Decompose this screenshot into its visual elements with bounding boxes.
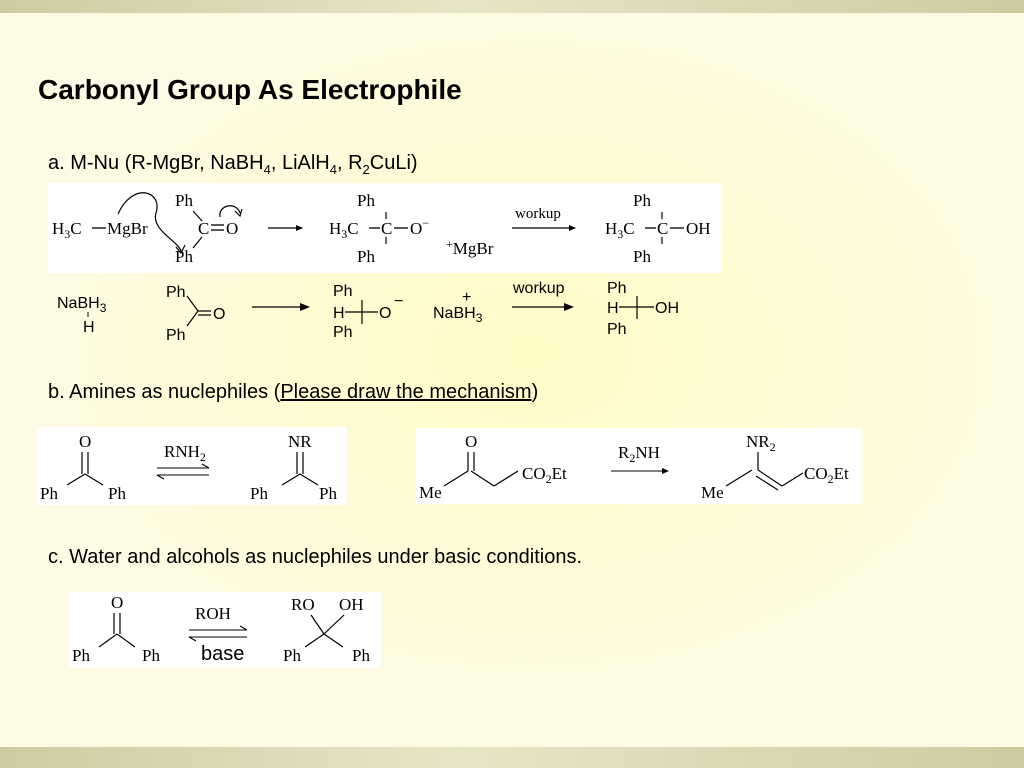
methyl-label: Me xyxy=(701,483,724,502)
phenyl-label: Ph xyxy=(142,646,160,665)
methyl-group: H3C xyxy=(605,219,635,241)
bottom-band xyxy=(0,747,1024,768)
imine-scheme-drawing: O Ph Ph RNH2 NR Ph Ph xyxy=(40,432,337,503)
hydroxyl-label: OH xyxy=(686,219,711,238)
phenyl-label: Ph xyxy=(108,484,126,503)
oxygen-label: O xyxy=(379,305,391,322)
grignard-scheme: H3C MgBr Ph C O Ph H3C C Ph O− Ph +MgBr … xyxy=(48,183,722,273)
hydrogen-label: H xyxy=(333,305,345,322)
phenyl-label: Ph xyxy=(607,321,627,338)
phenyl-label: Ph xyxy=(175,191,193,210)
amine-reagent: R2NH xyxy=(618,443,660,465)
carbon-label: C xyxy=(657,219,668,238)
imine-scheme: O Ph Ph RNH2 NR Ph Ph xyxy=(37,427,347,505)
slide-title: Carbonyl Group As Electrophile xyxy=(38,74,462,105)
top-band xyxy=(0,0,1024,13)
curved-arrow-1 xyxy=(117,192,182,252)
workup-label: workup xyxy=(515,206,561,222)
phenyl-label: Ph xyxy=(72,646,90,665)
phenyl-label: Ph xyxy=(352,646,370,665)
methyl-label: Me xyxy=(419,483,442,502)
oxygen-label: O xyxy=(213,306,225,323)
oxygen-label: O xyxy=(111,593,123,612)
enamine-scheme: Me O CO2Et R2NH Me NR2 CO2Et xyxy=(416,428,862,504)
phenyl-label: Ph xyxy=(633,191,651,210)
methyl-group: H3C xyxy=(329,219,359,241)
phenyl-label: Ph xyxy=(40,484,58,503)
hydrogen-label: H xyxy=(607,300,619,317)
borohydride-label: NaBH3 xyxy=(57,295,107,315)
phenyl-label: Ph xyxy=(333,324,353,341)
base-condition-label: base xyxy=(199,642,247,666)
part-b-heading: b. Amines as nuclephiles (Please draw th… xyxy=(48,381,539,403)
ester-label: CO2Et xyxy=(522,464,567,486)
carbon-label: C xyxy=(381,219,392,238)
phenyl-label: Ph xyxy=(357,191,375,210)
part-c-heading: c. Water and alcohols as nuclephiles und… xyxy=(48,546,583,568)
mgbr-label: MgBr xyxy=(107,219,148,238)
phenyl-label: Ph xyxy=(250,484,268,503)
hydrogen-label: H xyxy=(83,319,95,336)
phenyl-label: Ph xyxy=(319,484,337,503)
imine-nitrogen-label: NR xyxy=(288,432,312,451)
mechanism-prompt: Please draw the mechanism xyxy=(280,381,532,403)
ester-label: CO2Et xyxy=(804,464,849,486)
phenyl-label: Ph xyxy=(283,646,301,665)
hydride-scheme: NaBH3 H Ph O Ph Ph H O − Ph + NaBH3 work… xyxy=(48,276,708,344)
hydroxyl-label: OH xyxy=(655,300,679,317)
hydride-scheme-drawing: NaBH3 H Ph O Ph Ph H O − Ph + NaBH3 work… xyxy=(57,280,679,344)
oxygen-label: O xyxy=(79,432,91,451)
alcohol-reagent: ROH xyxy=(195,604,231,623)
hemiketal-scheme: O Ph Ph ROH RO OH Ph Ph base xyxy=(69,592,381,668)
oxygen-label: O xyxy=(226,219,238,238)
methyl-group: H3C xyxy=(52,219,82,241)
enamine-nitrogen-label: NR2 xyxy=(746,432,776,454)
oxygen-label: O xyxy=(465,432,477,451)
phenyl-label: Ph xyxy=(166,284,186,301)
grignard-scheme-drawing: H3C MgBr Ph C O Ph H3C C Ph O− Ph +MgBr … xyxy=(52,191,711,266)
hemiketal-scheme-drawing: O Ph Ph ROH RO OH Ph Ph xyxy=(72,593,370,665)
part-a-heading: a. M-Nu (R-MgBr, NaBH4, LiAlH4, R2CuLi) xyxy=(48,152,418,177)
carbon-label: C xyxy=(198,219,209,238)
charge-sign: + xyxy=(462,289,471,306)
phenyl-label: Ph xyxy=(633,247,651,266)
enamine-scheme-drawing: Me O CO2Et R2NH Me NR2 CO2Et xyxy=(419,432,849,502)
phenyl-label: Ph xyxy=(175,247,193,266)
phenyl-label: Ph xyxy=(166,327,186,344)
phenyl-label: Ph xyxy=(357,247,375,266)
workup-label: workup xyxy=(512,280,565,297)
phenyl-label: Ph xyxy=(333,283,353,300)
alkoxy-label: RO xyxy=(291,595,315,614)
counterion-label: +MgBr xyxy=(446,237,494,258)
hydroxyl-label: OH xyxy=(339,595,364,614)
amine-reagent: RNH2 xyxy=(164,442,206,464)
curved-arrow-2 xyxy=(219,205,241,218)
charge-sign: − xyxy=(394,293,403,310)
alkoxide-label: O− xyxy=(410,216,429,238)
borane-label: NaBH3 xyxy=(433,305,483,325)
phenyl-label: Ph xyxy=(607,280,627,297)
